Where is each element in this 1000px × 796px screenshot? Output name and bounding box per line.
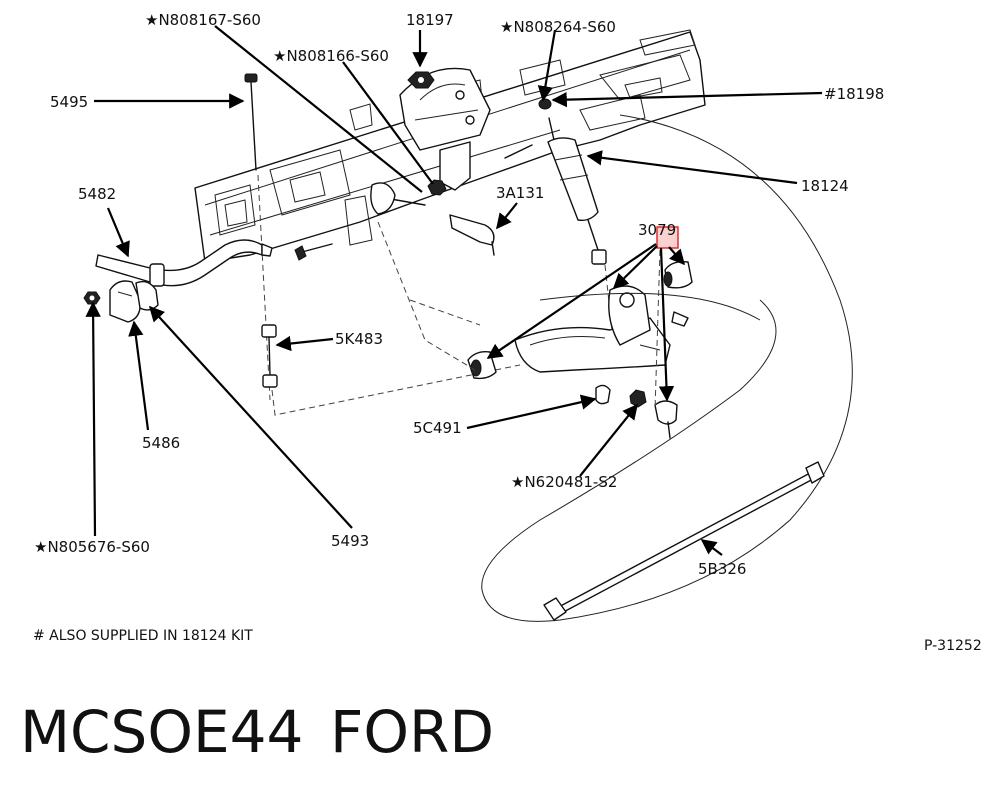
label-3a131: 3A131 (496, 184, 544, 202)
model-code: MCSOE44 (20, 698, 303, 766)
highlight-marker (656, 226, 679, 249)
label-18197: 18197 (406, 11, 454, 29)
bolt-n808167 (370, 182, 426, 215)
label-5493: 5493 (331, 532, 369, 550)
nut-n805676 (83, 291, 101, 305)
footnote: # ALSO SUPPLIED IN 18124 KIT (33, 628, 253, 644)
nut-n620481 (629, 389, 647, 408)
label-n808167: ★N808167-S60 (145, 11, 261, 29)
label-5c491: 5C491 (413, 419, 462, 437)
figure-code: P-31252 (924, 638, 982, 654)
bushing-5493 (135, 280, 159, 311)
label-n805676: ★N805676-S60 (34, 538, 150, 556)
label-n808166: ★N808166-S60 (273, 47, 389, 65)
bolt-small (294, 144, 533, 261)
bracket-5486 (109, 280, 141, 323)
stabilizer-bar-5482 (95, 239, 273, 287)
label-18198: #18198 (824, 85, 884, 103)
label-5486: 5486 (142, 434, 180, 452)
label-3079: 3079 (638, 221, 676, 239)
label-5495: 5495 (50, 93, 88, 111)
bumper-5c491 (595, 384, 611, 405)
label-18124: 18124 (801, 177, 849, 195)
label-5b326: 5B326 (698, 560, 746, 578)
torsion-bar-5b326 (481, 114, 853, 622)
shock-absorber-18124 (538, 98, 613, 331)
label-n620481: ★N620481-S2 (511, 473, 617, 491)
frame-rail (194, 29, 706, 263)
bushing-right (663, 260, 693, 289)
assembly-outline (377, 221, 661, 411)
spring-tower (399, 67, 491, 191)
label-5k483: 5K483 (335, 330, 383, 348)
nut-18197 (407, 71, 435, 89)
tie-rod-end-3a131 (449, 214, 495, 256)
bolt-5495 (244, 73, 271, 401)
leader-lines (85, 25, 823, 556)
label-n808264: ★N808264-S60 (500, 18, 616, 36)
link-5k483 (261, 324, 521, 416)
lower-control-arm-3079 (514, 285, 671, 373)
brand-name: FORD (330, 698, 494, 766)
label-5482: 5482 (78, 185, 116, 203)
ball-joint (654, 311, 689, 439)
